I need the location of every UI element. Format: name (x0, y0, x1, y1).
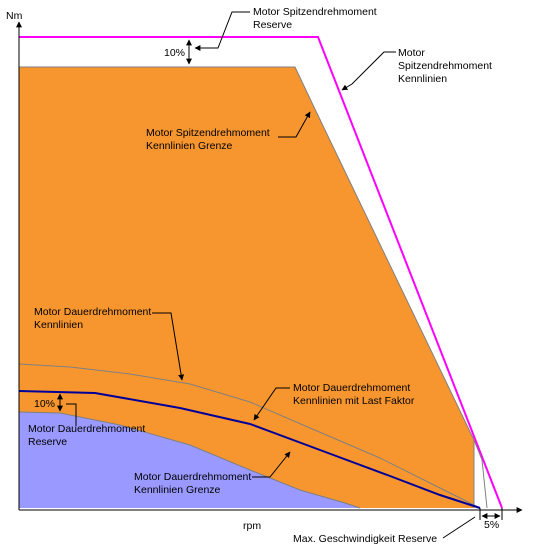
continuous-reserve-percent: 10% (34, 398, 55, 410)
peak-limit-label: Motor Spitzendrehmoment Kennlinien Grenz… (146, 127, 273, 152)
continuous-reserve-label: Motor Dauerdrehmoment Reserve (28, 423, 148, 448)
max-speed-reserve-label: Max. Geschwindigkeit Reserve (293, 533, 437, 545)
continuous-torque-load-factor-curve (18, 390, 481, 509)
continuous-load-leader (253, 387, 290, 421)
continuous-curve-label: Motor Dauerdrehmoment Kennlinien (34, 306, 154, 331)
continuous-curve-leader (152, 312, 185, 381)
peak-reserve-percent: 10% (164, 47, 185, 59)
continuous-load-label: Motor Dauerdrehmoment Kennlinien mit Las… (293, 382, 415, 407)
y-axis-label: Nm (6, 10, 23, 22)
continuous-limit-leader (252, 451, 291, 478)
speed-reserve-leader (442, 516, 476, 539)
continuous-limit-label: Motor Dauerdrehmoment Kennlinien Grenze (134, 471, 254, 496)
peak-curve-label: Motor Spitzendrehmoment Kennlinien (398, 47, 495, 85)
peak-curve-leader (341, 51, 396, 91)
peak-torque-limit-area (19, 67, 474, 508)
continuous-torque-limit-area (19, 412, 360, 508)
continuous-reserve-leader (66, 403, 77, 426)
speed-reserve-percent: 5% (484, 519, 499, 531)
peak-limit-leader (278, 111, 311, 138)
peak-torque-limit-line (19, 66, 475, 508)
continuous-torque-limit-line (18, 411, 361, 509)
x-axis-label: rpm (243, 520, 261, 532)
peak-torque-curve (19, 36, 503, 509)
peak-reserve-label: Motor Spitzendrehmoment Reserve (253, 6, 380, 31)
peak-limit-right-edge (473, 439, 488, 509)
peak-reserve-leader (194, 11, 250, 51)
continuous-torque-curve (18, 363, 481, 509)
